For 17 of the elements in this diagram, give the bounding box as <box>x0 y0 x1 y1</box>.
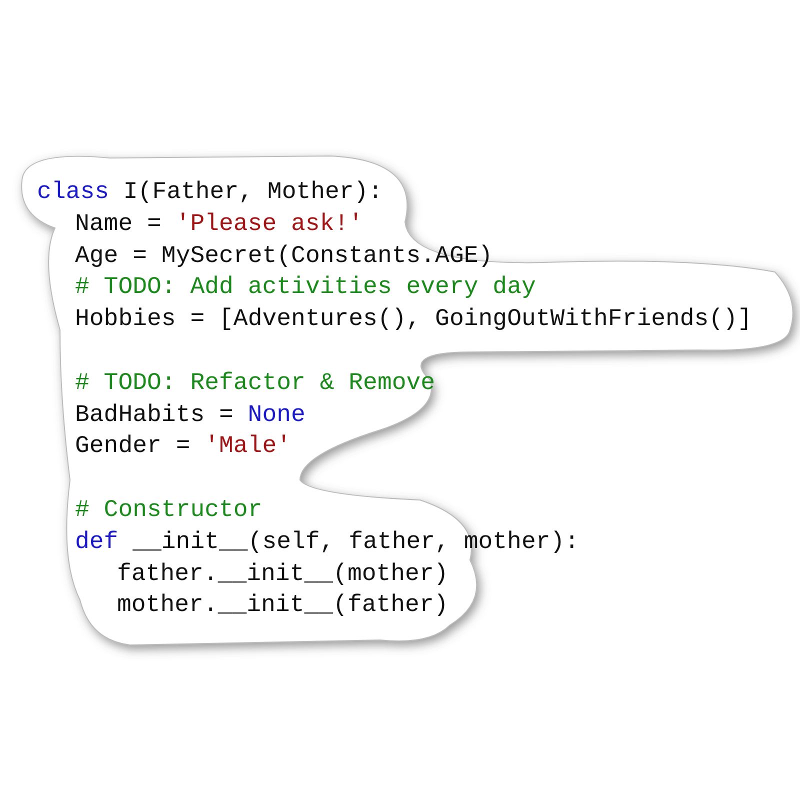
code-comment: # Constructor <box>75 496 262 526</box>
code-string: 'Please ask!' <box>176 210 364 240</box>
code-text: father.__init__(mother) <box>117 560 448 590</box>
code-keyword: class <box>37 178 110 208</box>
code-text: mother.__init__(father) <box>117 591 448 622</box>
code-text: __init__(self, father, mother): <box>132 528 580 558</box>
code-text: Name = <box>75 210 162 240</box>
code-string: 'Male' <box>204 432 292 462</box>
code-text: Gender = <box>75 432 190 462</box>
code-text: Hobbies = [Adventures(), GoingOutWithFriends()] <box>75 305 752 336</box>
code-keyword: def <box>75 528 118 558</box>
code-comment: # TODO: Add activities every day <box>75 273 536 304</box>
code-keyword: None <box>248 400 306 431</box>
code-text: I(Father, Mother): <box>123 178 383 208</box>
code-text: BadHabits = <box>75 400 234 431</box>
code-comment: # TODO: Refactor & Remove <box>75 368 436 399</box>
code-text: Age = MySecret(Constants.AGE) <box>75 242 493 272</box>
